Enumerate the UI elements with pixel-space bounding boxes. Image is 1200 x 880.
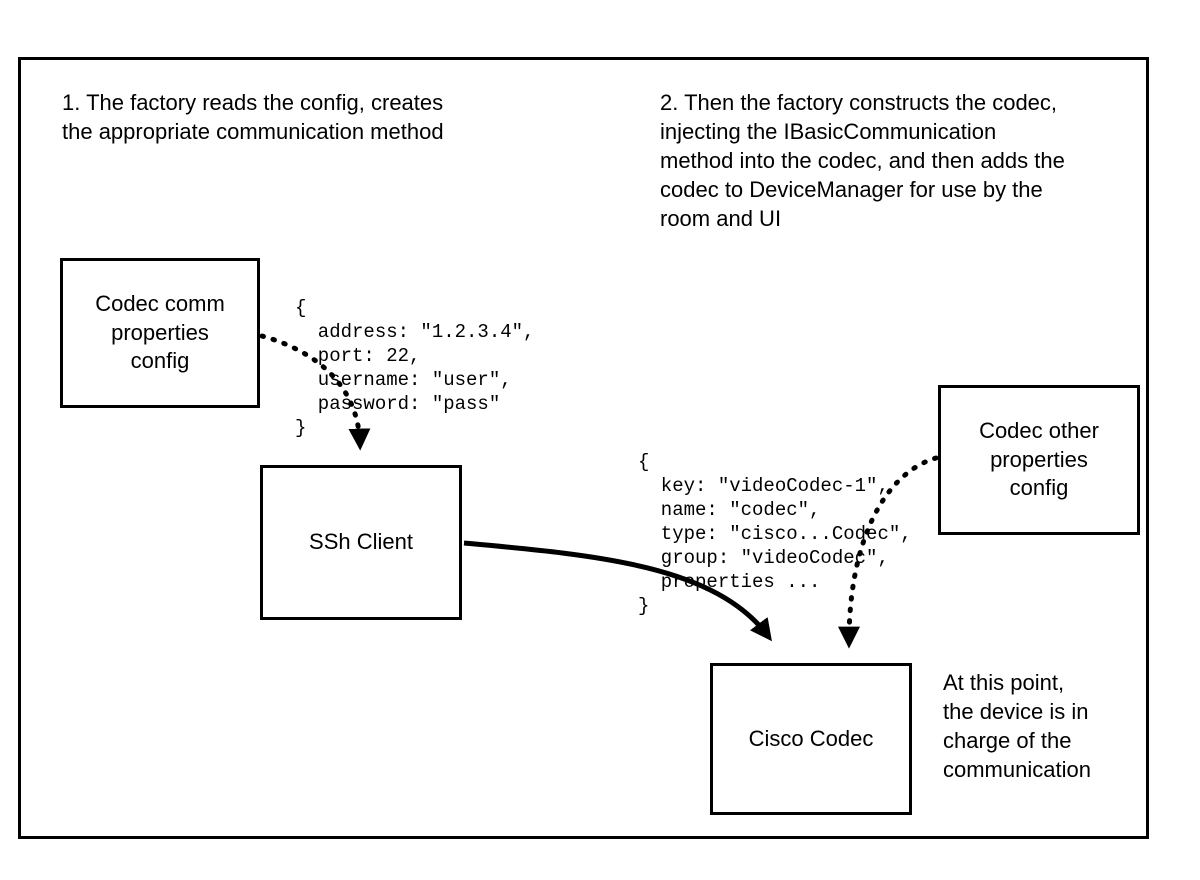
box-ssh-client: SSh Client	[260, 465, 462, 620]
code-codec-properties: { key: "videoCodec-1", name: "codec", ty…	[638, 451, 912, 617]
box-cisco-codec: Cisco Codec	[710, 663, 912, 815]
box-codec-comm-properties-config: Codec comm properties config	[60, 258, 260, 408]
box-codec-comm-properties-config-label: Codec comm properties config	[95, 291, 225, 374]
box-ssh-client-label: SSh Client	[309, 529, 413, 555]
note-step2: 2. Then the factory constructs the codec…	[660, 90, 1065, 232]
diagram-border	[18, 57, 1149, 839]
code-comm-properties: { address: "1.2.3.4", port: 22, username…	[295, 297, 535, 439]
note-device-in-charge: At this point, the device is in charge o…	[943, 670, 1091, 783]
note-step1: 1. The factory reads the config, creates…	[62, 90, 444, 145]
box-codec-other-properties-config-label: Codec other properties config	[979, 418, 1099, 501]
box-cisco-codec-label: Cisco Codec	[748, 725, 874, 751]
box-codec-other-properties-config: Codec other properties config	[938, 385, 1140, 535]
